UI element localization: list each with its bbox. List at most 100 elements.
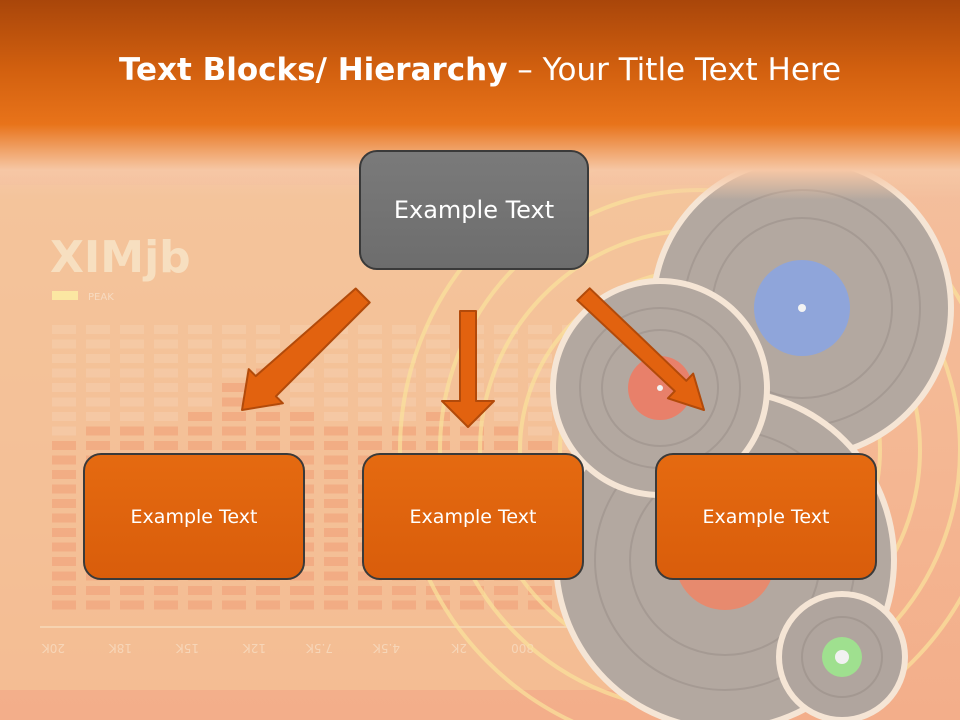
eq-segment bbox=[426, 441, 450, 450]
eq-segment bbox=[52, 455, 76, 465]
eq-segment bbox=[86, 441, 110, 450]
eq-segment bbox=[52, 484, 76, 494]
eq-segment bbox=[120, 325, 144, 334]
eq-segment bbox=[528, 397, 552, 407]
eq-segment bbox=[358, 325, 382, 334]
eq-segment bbox=[222, 441, 246, 450]
eq-segment bbox=[528, 339, 552, 349]
eq-segment bbox=[154, 397, 178, 407]
eq-segment bbox=[426, 354, 450, 363]
eq-segment bbox=[392, 354, 416, 363]
eq-segment bbox=[256, 412, 280, 421]
eq-segment bbox=[256, 586, 280, 595]
eq-segment bbox=[222, 586, 246, 595]
child-node-label: Example Text bbox=[409, 505, 537, 528]
eq-segment bbox=[528, 368, 552, 378]
eq-segment bbox=[154, 383, 178, 392]
eq-segment bbox=[154, 368, 178, 378]
eq-segment bbox=[528, 354, 552, 363]
eq-segment bbox=[120, 426, 144, 436]
eq-segment bbox=[222, 412, 246, 421]
eq-segment bbox=[324, 528, 348, 537]
eq-segment bbox=[324, 484, 348, 494]
eq-segment bbox=[86, 325, 110, 334]
eq-segment bbox=[290, 383, 314, 392]
eq-segment bbox=[52, 441, 76, 450]
eq-segment bbox=[528, 600, 552, 610]
child-node-label: Example Text bbox=[702, 505, 830, 528]
eq-segment bbox=[290, 412, 314, 421]
eq-segment bbox=[290, 426, 314, 436]
eq-segment bbox=[86, 600, 110, 610]
eq-segment bbox=[120, 441, 144, 450]
eq-segment bbox=[392, 586, 416, 595]
eq-segment bbox=[256, 325, 280, 334]
eq-segment bbox=[358, 368, 382, 378]
eq-segment bbox=[86, 368, 110, 378]
eq-segment bbox=[494, 426, 518, 436]
eq-segment bbox=[256, 339, 280, 349]
eq-segment bbox=[222, 383, 246, 392]
eq-segment bbox=[52, 354, 76, 363]
eq-segment bbox=[154, 441, 178, 450]
eq-segment bbox=[154, 354, 178, 363]
eq-segment bbox=[256, 426, 280, 436]
eq-segment bbox=[324, 368, 348, 378]
compact-disc bbox=[776, 591, 908, 720]
child-node-left[interactable]: Example Text bbox=[83, 453, 305, 580]
eq-segment bbox=[120, 586, 144, 595]
eq-segment bbox=[52, 600, 76, 610]
eq-segment bbox=[52, 325, 76, 334]
eq-segment bbox=[324, 455, 348, 465]
eq-segment bbox=[86, 397, 110, 407]
eq-segment bbox=[494, 441, 518, 450]
eq-segment bbox=[86, 383, 110, 392]
eq-segment bbox=[460, 426, 484, 436]
eq-segment bbox=[154, 325, 178, 334]
eq-segment bbox=[494, 354, 518, 363]
eq-segment bbox=[426, 397, 450, 407]
eq-scale-label: 4.5K bbox=[372, 641, 400, 655]
child-node-middle[interactable]: Example Text bbox=[362, 453, 584, 580]
eq-segment bbox=[426, 325, 450, 334]
eq-segment bbox=[86, 586, 110, 595]
eq-segment bbox=[528, 383, 552, 392]
eq-segment bbox=[290, 397, 314, 407]
eq-segment bbox=[324, 383, 348, 392]
eq-segment bbox=[86, 426, 110, 436]
eq-segment bbox=[52, 571, 76, 581]
child-node-right[interactable]: Example Text bbox=[655, 453, 877, 580]
eq-scale-label: 20K bbox=[41, 641, 65, 655]
eq-segment bbox=[52, 368, 76, 378]
eq-segment bbox=[222, 397, 246, 407]
eq-segment bbox=[290, 600, 314, 610]
eq-segment bbox=[426, 412, 450, 421]
eq-segment bbox=[494, 368, 518, 378]
eq-segment bbox=[324, 426, 348, 436]
eq-segment bbox=[256, 441, 280, 450]
eq-segment bbox=[324, 441, 348, 450]
eq-segment bbox=[324, 542, 348, 552]
eq-segment bbox=[460, 600, 484, 610]
top-node[interactable]: Example Text bbox=[359, 150, 589, 270]
eq-segment bbox=[188, 383, 212, 392]
eq-segment bbox=[86, 354, 110, 363]
eq-segment bbox=[494, 325, 518, 334]
eq-segment bbox=[222, 368, 246, 378]
eq-segment bbox=[392, 426, 416, 436]
eq-segment bbox=[324, 600, 348, 610]
eq-scale-label: 7.5K bbox=[305, 641, 333, 655]
eq-segment bbox=[494, 600, 518, 610]
eq-segment bbox=[120, 368, 144, 378]
eq-segment bbox=[528, 426, 552, 436]
eq-segment bbox=[392, 325, 416, 334]
eq-segment bbox=[222, 325, 246, 334]
eq-segment bbox=[426, 600, 450, 610]
eq-segment bbox=[324, 354, 348, 363]
eq-segment bbox=[52, 528, 76, 537]
eq-segment bbox=[188, 325, 212, 334]
slide-title: Text Blocks/ Hierarchy – Your Title Text… bbox=[0, 52, 960, 88]
eq-segment bbox=[188, 426, 212, 436]
eq-segment bbox=[324, 513, 348, 523]
